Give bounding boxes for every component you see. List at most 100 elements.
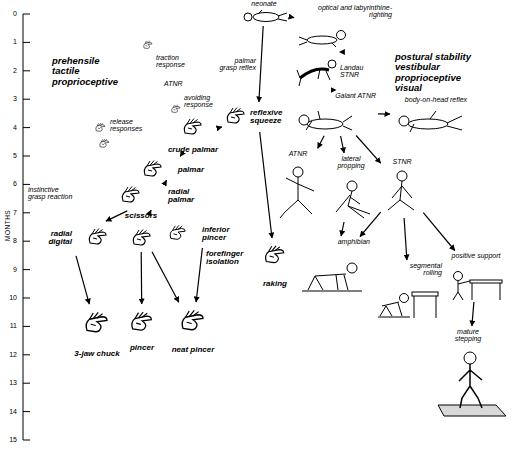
- arrow-connector: [339, 51, 340, 52]
- figure-part: [347, 263, 357, 273]
- stage-label: Galant ATNR: [335, 92, 376, 99]
- figure-part: [144, 161, 161, 177]
- month-number: 12: [0, 351, 17, 358]
- stage-node: mature stepping: [432, 328, 504, 418]
- stage-node: 3-jaw chuck: [68, 306, 126, 358]
- arrow-connector: [152, 252, 179, 302]
- figure-part: [253, 13, 279, 22]
- figure-part: [132, 312, 151, 330]
- stage-node: pincer: [122, 306, 162, 352]
- figure-part: [399, 116, 409, 126]
- figure-part: [184, 119, 201, 135]
- annotation: forefinger isolation: [206, 250, 252, 267]
- month-number: 13: [0, 379, 17, 386]
- stage-label: scissors: [125, 212, 157, 220]
- month-number: 3: [0, 95, 17, 102]
- month-axis: [23, 14, 30, 440]
- figure-part: [414, 296, 436, 318]
- month-number: 9: [0, 266, 17, 273]
- month-number: 1: [0, 38, 17, 45]
- figure-part: [472, 283, 500, 300]
- figure-part: [412, 292, 438, 296]
- month-number: 5: [0, 152, 17, 159]
- figure-part: [23, 14, 30, 440]
- stage-label: radial palmar: [168, 188, 198, 205]
- figure-part: [227, 108, 244, 124]
- month-number: 14: [0, 408, 17, 415]
- arrow-connector: [220, 126, 222, 128]
- annotation: avoiding response: [184, 94, 224, 109]
- month-number: 15: [0, 436, 17, 443]
- arrow-connector: [196, 248, 202, 302]
- figure-part: [21, 228, 38, 244]
- figure-part: [182, 310, 203, 329]
- figure-part: [397, 171, 407, 181]
- figure-part: [170, 225, 185, 239]
- stage-label: Landau STNR: [340, 64, 376, 79]
- figure-part: [144, 41, 152, 49]
- stage-label: mature stepping: [448, 328, 488, 343]
- arrow-connector: [165, 180, 167, 184]
- stage-label: amphibian: [338, 238, 370, 245]
- group-heading: postural stability vestibular propriocep…: [395, 52, 487, 94]
- figure-part: [133, 230, 150, 246]
- arrow-connector: [76, 256, 89, 304]
- month-number: 6: [0, 180, 17, 187]
- stage-node: radial palmar: [118, 182, 198, 210]
- arrow-connector: [106, 211, 127, 221]
- arrow-connector: [180, 155, 182, 157]
- baby-figures: [244, 10, 506, 416]
- month-number: 11: [0, 322, 17, 329]
- figure-part: [122, 187, 139, 203]
- stage-node: raking: [252, 240, 298, 288]
- stage-node: neonate: [238, 0, 290, 24]
- stage-node: palmar: [140, 158, 204, 182]
- figure-part: [470, 280, 502, 283]
- arrow-connector: [341, 222, 344, 236]
- stage-node: Landau STNR: [296, 54, 376, 88]
- figure-part: [464, 352, 476, 364]
- stage-node: positive support: [446, 252, 506, 300]
- stage-node: amphibian: [300, 238, 370, 294]
- figure-part: [244, 13, 252, 21]
- arrow-connector: [341, 136, 345, 153]
- stage-node: inferior pincer: [166, 222, 242, 246]
- arrow-connector: [141, 252, 143, 304]
- hand-figures: [21, 41, 283, 332]
- figure-part: [89, 229, 106, 245]
- figure-part: [258, 10, 287, 21]
- stage-node: reflexive squeeze: [222, 104, 294, 130]
- figure-part: [388, 181, 414, 210]
- stage-node: crude palmar: [166, 116, 220, 154]
- figure-part: [347, 181, 357, 191]
- stage-label: optical and labyrinthine-righting: [312, 4, 392, 19]
- arrow-connector: [292, 17, 294, 19]
- figure-part: [302, 274, 362, 291]
- stage-node: neat pincer: [166, 304, 220, 354]
- figure-part: [266, 246, 284, 263]
- stage-node: optical and labyrinthine-righting: [296, 4, 392, 50]
- figure-part: [100, 139, 109, 147]
- stage-label: palmar: [178, 166, 204, 174]
- stage-node: Galant ATNR: [296, 92, 376, 134]
- figure-part: [453, 281, 470, 300]
- figure-part: [378, 302, 410, 317]
- figure-part: [293, 167, 303, 177]
- month-number: 10: [0, 294, 17, 301]
- month-number: 0: [0, 10, 17, 17]
- figure-part: [454, 272, 463, 281]
- arrow-connector: [472, 302, 474, 326]
- arrow-connector: [404, 218, 407, 260]
- stage-label: neonate: [251, 0, 276, 7]
- annotation: MONTHS: [5, 205, 12, 245]
- stage-label: reflexive squeeze: [250, 109, 294, 126]
- figure-part: [299, 115, 309, 125]
- stage-label: body-on-head reflex: [405, 96, 467, 103]
- figure-part: [86, 312, 107, 331]
- figure-part: [172, 105, 180, 113]
- stage-label: ATNR: [289, 150, 308, 157]
- stage-node: lateral propping: [326, 155, 376, 220]
- stage-label: segmental rolling: [392, 262, 442, 277]
- figure-part: [306, 111, 352, 130]
- stage-node: radial digital: [28, 222, 114, 254]
